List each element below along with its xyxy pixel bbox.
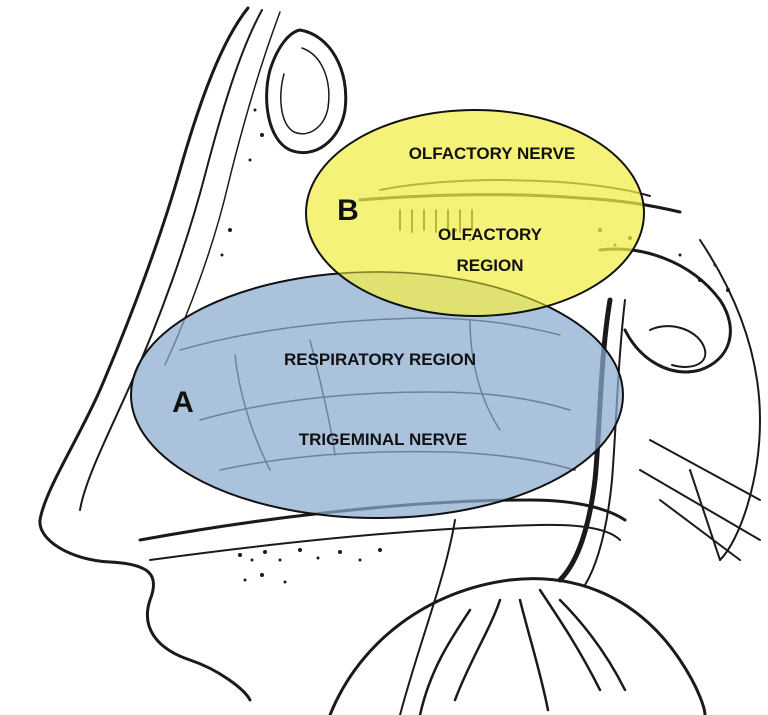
sphenoid-inner bbox=[650, 326, 705, 367]
tongue-vessels bbox=[420, 590, 625, 715]
region-b-letter: B bbox=[337, 194, 359, 227]
region-label: REGION bbox=[456, 256, 523, 275]
olfactory-nerve-label: OLFACTORY NERVE bbox=[409, 144, 576, 163]
respiratory-region-label: RESPIRATORY REGION bbox=[284, 350, 476, 369]
frontal-sinus-inner bbox=[281, 48, 329, 134]
region-a-letter: A bbox=[172, 386, 194, 419]
trigeminal-nerve-label: TRIGEMINAL NERVE bbox=[299, 430, 467, 449]
oral-cavity bbox=[330, 579, 705, 715]
region-a-ellipse bbox=[131, 272, 623, 518]
olfactory-label: OLFACTORY bbox=[438, 225, 543, 244]
